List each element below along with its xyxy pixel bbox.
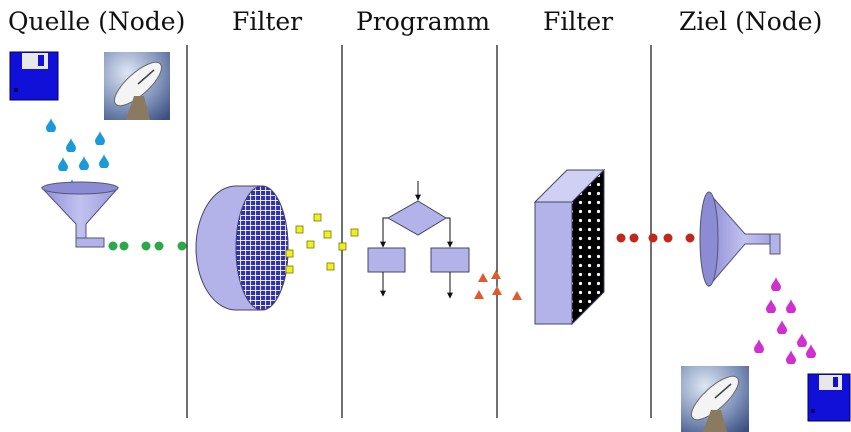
header-source: Quelle (Node): [8, 7, 186, 36]
target-satellite-dish-icon: [681, 366, 749, 432]
header-filter-2: Filter: [543, 7, 614, 36]
flowchart-process-right: [430, 247, 470, 273]
header-target: Ziel (Node): [679, 7, 823, 36]
source-floppy-disk-icon: [9, 51, 59, 101]
header-filter-1: Filter: [232, 7, 303, 36]
filter-block-icon: [533, 168, 606, 326]
drop-1: [46, 118, 56, 132]
drop-3: [95, 131, 105, 145]
target-floppy-disk-icon: [807, 373, 851, 422]
red-data-dots: [616, 233, 695, 243]
target-data-drops: [754, 277, 816, 364]
target-funnel-icon: [699, 191, 781, 288]
program-flowchart-icon: [367, 181, 470, 299]
green-data-dots: [108, 241, 187, 251]
orange-data-triangles: [474, 270, 522, 300]
source-funnel-icon: [40, 181, 120, 248]
source-satellite-dish-icon: [104, 52, 170, 120]
flowchart-process-left: [367, 247, 406, 273]
drop-5: [79, 156, 89, 170]
filter-mesh-disc-icon: [195, 185, 289, 311]
flowchart-decision: [386, 200, 447, 236]
header-program: Programm: [356, 7, 491, 36]
drop-2: [66, 138, 76, 152]
drop-4: [58, 157, 68, 171]
drop-6: [99, 154, 109, 168]
yellow-data-squares: [285, 213, 359, 274]
